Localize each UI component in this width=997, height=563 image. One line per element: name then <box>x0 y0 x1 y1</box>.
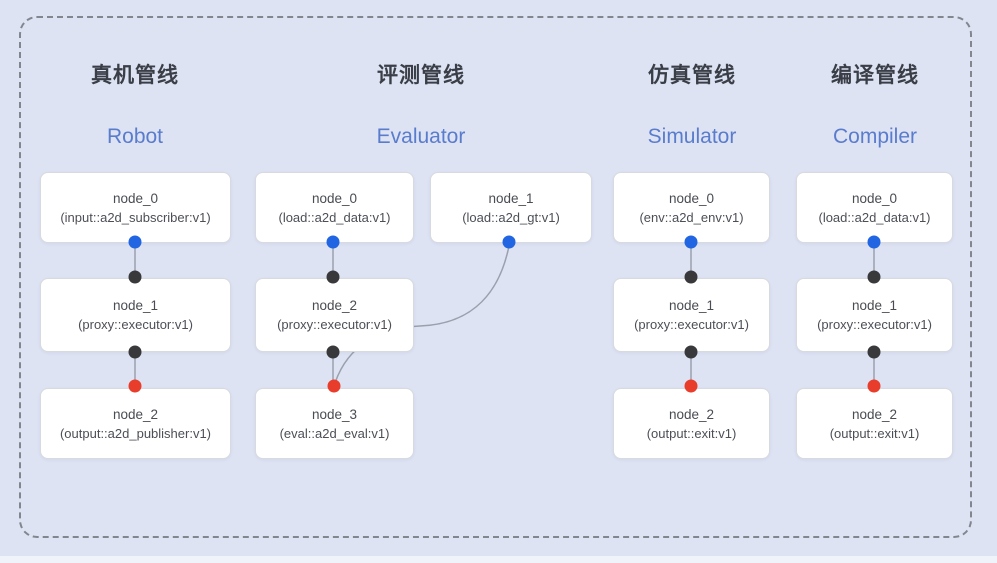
input-port-dot <box>867 379 881 393</box>
output-port-dot <box>502 235 516 249</box>
node-name: node_2 <box>112 406 159 422</box>
node-type: (proxy::executor:v1) <box>634 317 749 332</box>
output-port-dot <box>684 235 698 249</box>
node-evaluator-1: node_1 (load::a2d_gt:v1) <box>430 172 592 243</box>
node-name: node_0 <box>112 190 159 206</box>
input-port-dot <box>128 379 142 393</box>
node-compiler-2: node_2 (output::exit:v1) <box>796 388 953 459</box>
node-simulator-2: node_2 (output::exit:v1) <box>613 388 770 459</box>
pipeline-title-zh-evaluator: 评测管线 <box>377 64 465 87</box>
node-evaluator-0: node_0 (load::a2d_data:v1) <box>255 172 414 243</box>
pipeline-title-zh-compiler: 编译管线 <box>831 64 919 87</box>
node-robot-1: node_1 (proxy::executor:v1) <box>40 278 231 352</box>
pipeline-title-en-simulator: Simulator <box>647 125 737 148</box>
node-type: (load::a2d_gt:v1) <box>462 209 560 225</box>
node-type: (proxy::executor:v1) <box>817 317 932 332</box>
input-port-dot <box>684 379 698 393</box>
node-robot-2: node_2 (output::a2d_publisher:v1) <box>40 388 231 459</box>
proxy-port-dot <box>128 270 142 284</box>
node-name: node_0 <box>668 190 715 206</box>
node-type: (output::a2d_publisher:v1) <box>59 425 212 441</box>
node-name: node_0 <box>311 190 358 206</box>
pipeline-title-zh-simulator: 仿真管线 <box>648 64 736 87</box>
pipeline-title-en-robot: Robot <box>106 125 164 148</box>
proxy-port-dot <box>326 270 340 284</box>
node-name: node_0 <box>851 190 898 206</box>
node-type: (output::exit:v1) <box>829 425 920 441</box>
node-type: (output::exit:v1) <box>646 425 737 441</box>
output-port-dot <box>326 235 340 249</box>
node-type: (load::a2d_data:v1) <box>278 209 391 225</box>
node-evaluator-3: node_3 (eval::a2d_eval:v1) <box>255 388 414 459</box>
output-port-dot <box>867 235 881 249</box>
dashed-frame <box>19 16 972 538</box>
node-compiler-0: node_0 (load::a2d_data:v1) <box>796 172 953 243</box>
node-type: (load::a2d_data:v1) <box>818 209 931 225</box>
node-type: (proxy::executor:v1) <box>277 317 392 332</box>
node-type: (proxy::executor:v1) <box>78 317 193 332</box>
proxy-port-dot <box>867 270 881 284</box>
node-simulator-0: node_0 (env::a2d_env:v1) <box>613 172 770 243</box>
node-evaluator-2: node_2 (proxy::executor:v1) <box>255 278 414 352</box>
node-name: node_2 <box>311 298 358 313</box>
proxy-port-dot <box>684 345 698 359</box>
node-type: (eval::a2d_eval:v1) <box>279 425 390 441</box>
node-robot-0: node_0 (input::a2d_subscriber:v1) <box>40 172 231 243</box>
edge-evaluator-n1-n3 <box>334 245 510 384</box>
bottom-strip <box>0 556 997 563</box>
pipeline-title-zh-robot: 真机管线 <box>91 64 179 87</box>
pipeline-title-en-evaluator: Evaluator <box>376 125 466 148</box>
node-name: node_3 <box>311 406 358 422</box>
node-name: node_2 <box>851 406 898 422</box>
node-name: node_1 <box>112 298 159 313</box>
pipeline-title-en-compiler: Compiler <box>832 125 918 148</box>
node-compiler-1: node_1 (proxy::executor:v1) <box>796 278 953 352</box>
proxy-port-dot <box>867 345 881 359</box>
output-port-dot <box>128 235 142 249</box>
proxy-port-dot <box>684 270 698 284</box>
node-simulator-1: node_1 (proxy::executor:v1) <box>613 278 770 352</box>
node-name: node_1 <box>668 298 715 313</box>
node-name: node_1 <box>488 190 534 206</box>
proxy-port-dot <box>128 345 142 359</box>
node-name: node_2 <box>668 406 715 422</box>
node-name: node_1 <box>851 298 898 313</box>
node-type: (env::a2d_env:v1) <box>639 209 744 225</box>
proxy-port-dot <box>326 345 340 359</box>
input-port-dot <box>327 379 341 393</box>
node-type: (input::a2d_subscriber:v1) <box>60 209 211 225</box>
